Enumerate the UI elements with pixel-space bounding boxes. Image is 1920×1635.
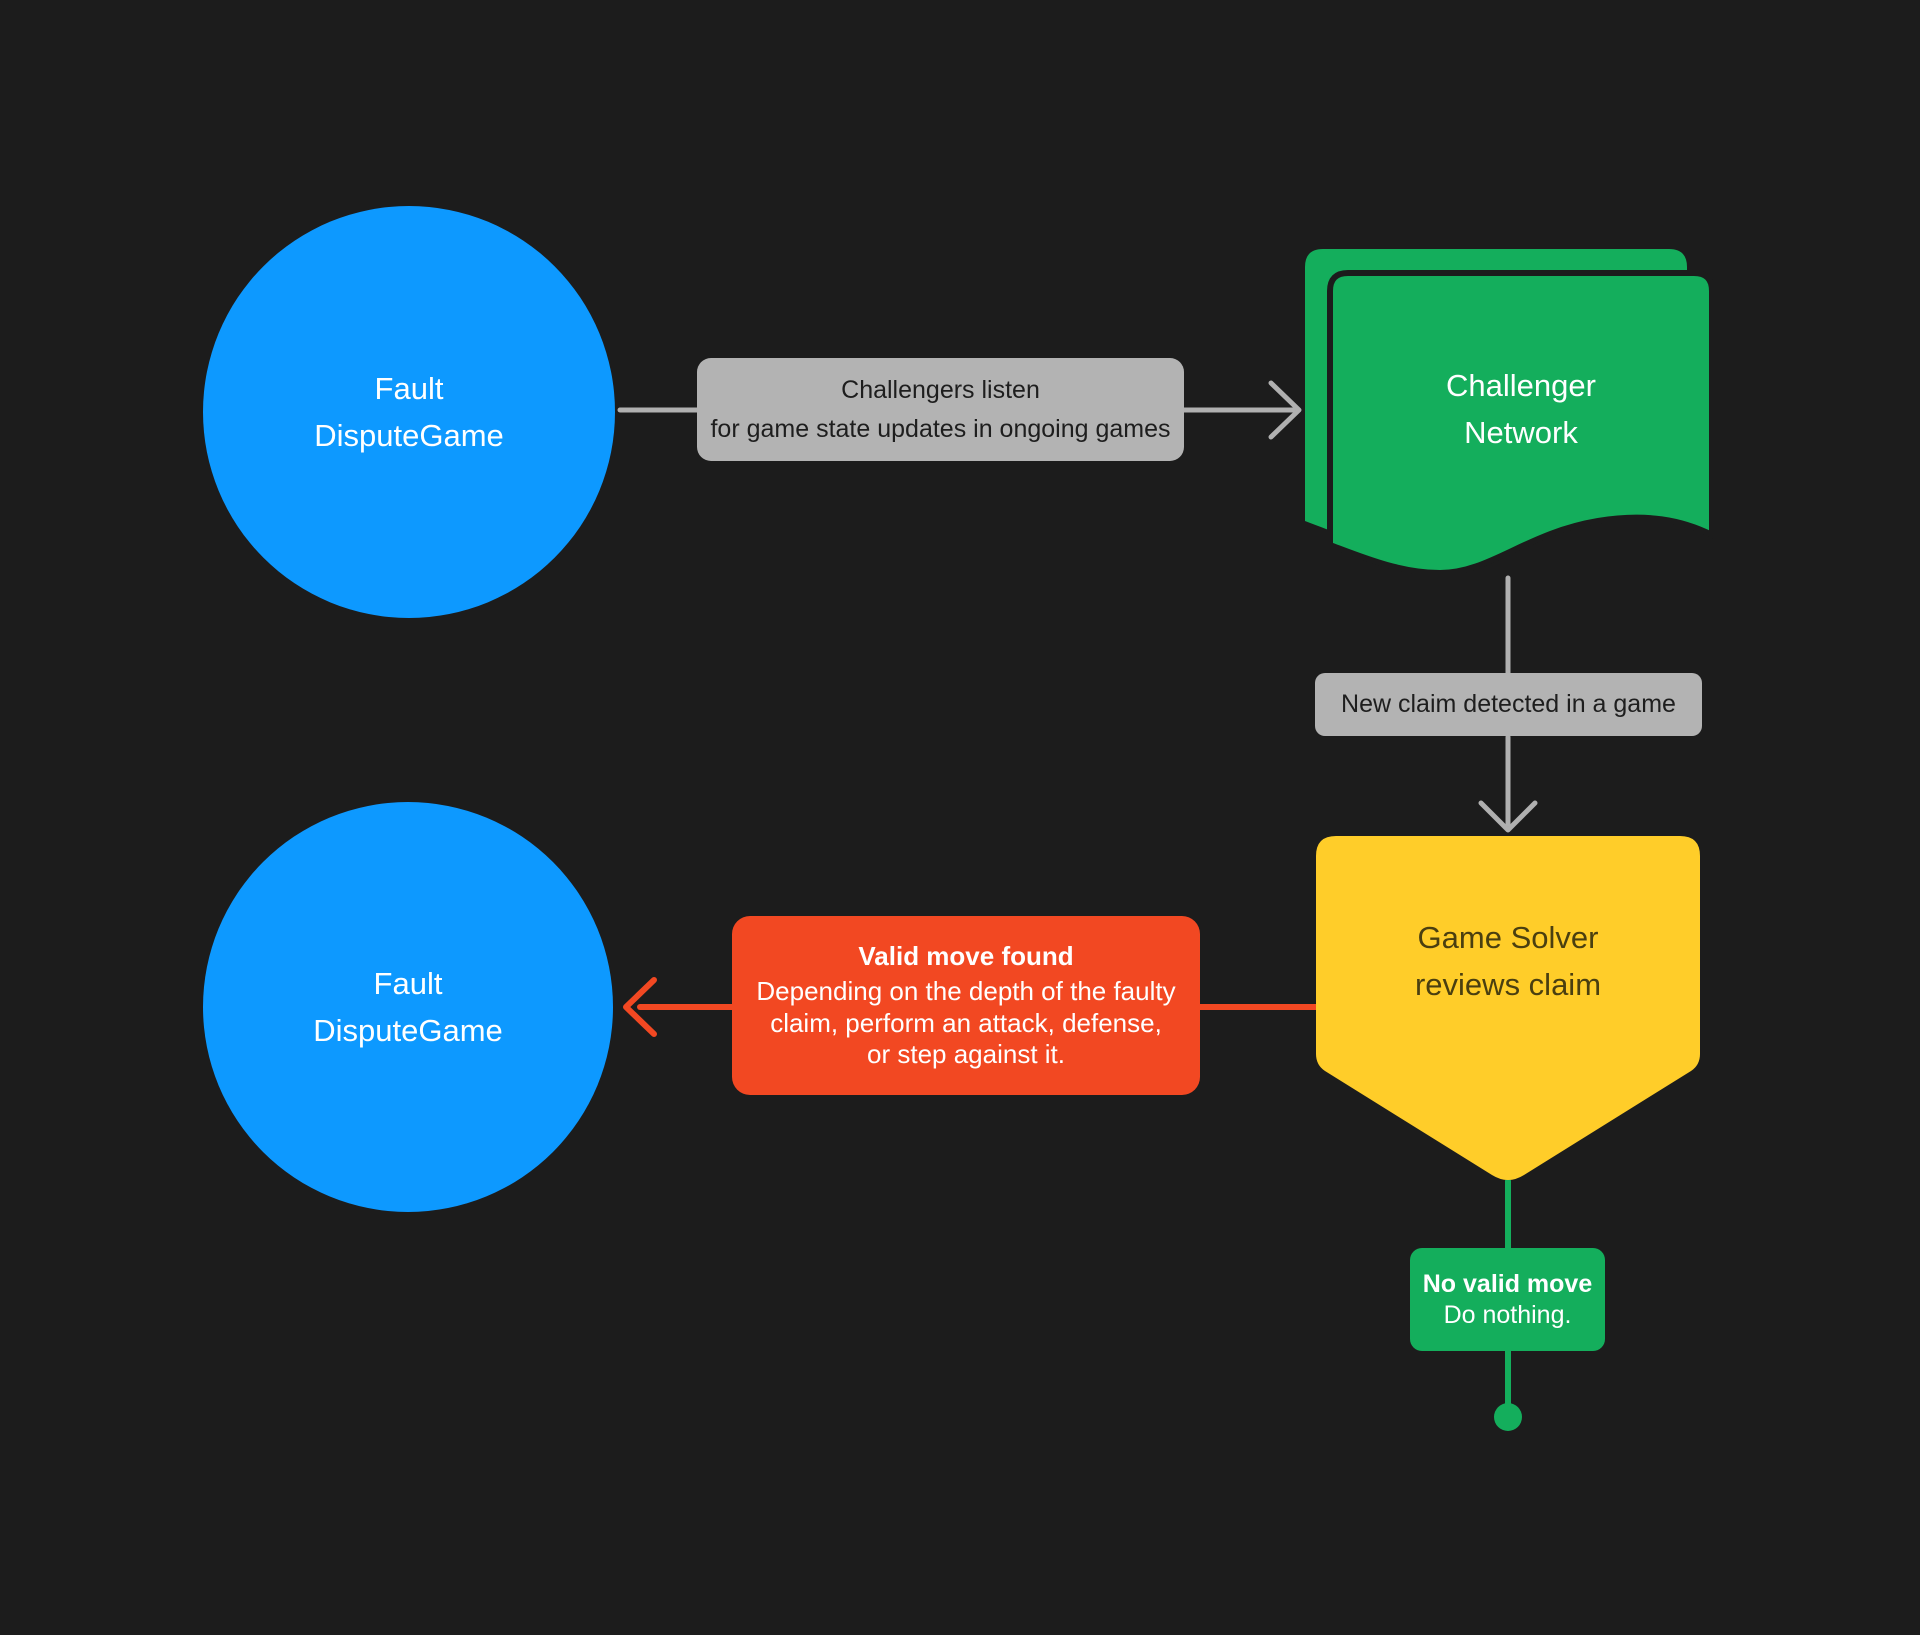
node-game-solver-shape: [1316, 836, 1700, 1180]
node-challenger-network-shape: [1305, 249, 1715, 577]
node-label-line: Fault: [374, 371, 444, 406]
edge-label-line: Depending on the depth of the faulty: [756, 976, 1176, 1006]
edge-label-new-claim: New claim detected in a game: [1315, 673, 1702, 736]
node-label-line: DisputeGame: [313, 1013, 503, 1048]
challenger-network-front-sheet: [1327, 270, 1715, 577]
flow-end-dot: [1494, 1403, 1522, 1431]
node-label-line: DisputeGame: [314, 418, 504, 453]
edge-label-title: Valid move found: [858, 940, 1074, 971]
edge-label-line: Challengers listen: [841, 375, 1040, 404]
node-fault-disputegame-top: Fault DisputeGame: [203, 206, 615, 618]
edge-label-no-valid-move: No valid move Do nothing.: [1410, 1248, 1605, 1351]
arrowhead-right-icon: [1268, 380, 1302, 440]
arrowhead-down-icon: [1478, 800, 1538, 833]
node-label-line: Fault: [373, 966, 443, 1001]
node-fault-disputegame-bottom: Fault DisputeGame: [203, 802, 613, 1212]
edge-label-line: for game state updates in ongoing games: [710, 414, 1171, 443]
edge-label-line: claim, perform an attack, defense,: [770, 1007, 1162, 1038]
arrowhead-left-red-icon: [623, 977, 657, 1037]
edge-label-challengers-listen: Challengers listen for game state update…: [697, 358, 1184, 461]
edge-label-line: New claim detected in a game: [1341, 690, 1676, 718]
edge-label-line: Do nothing.: [1443, 1300, 1572, 1329]
edge-label-title: No valid move: [1422, 1269, 1593, 1298]
edge-label-valid-move-found: Valid move found Depending on the depth …: [732, 916, 1200, 1095]
edge-label-line: or step against it.: [867, 1039, 1065, 1069]
